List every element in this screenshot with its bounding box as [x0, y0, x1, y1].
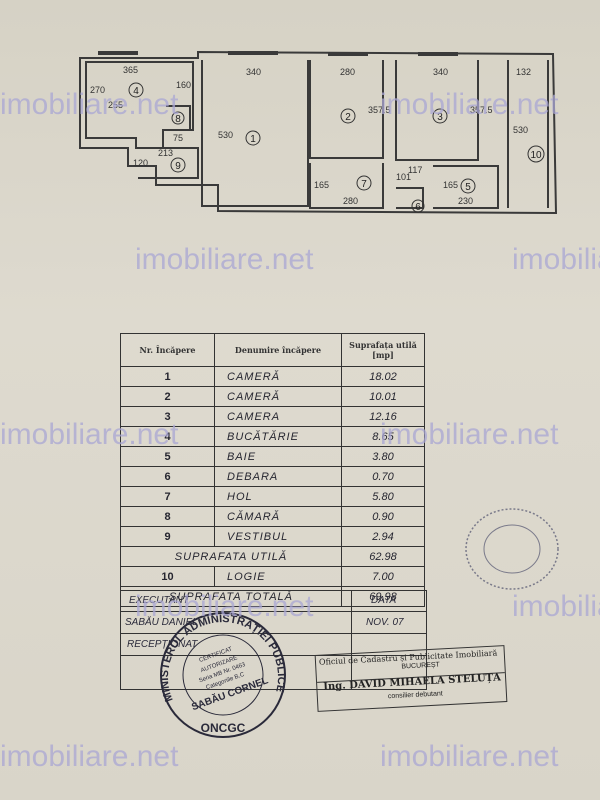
room-name: CĂMARĂ [214, 506, 342, 527]
dim-label: 280 [343, 196, 358, 206]
useful-area-value: 62.98 [341, 546, 425, 567]
room-area: 5.80 [341, 486, 425, 507]
useful-area-label: SUPRAFATA UTILĂ [120, 546, 342, 567]
faded-round-stamp [465, 508, 559, 590]
header-area: Suprafața utilă [mp] [341, 333, 425, 367]
room-number: 3 [437, 112, 443, 123]
stamp-ministry-bottom: ONCGC [201, 721, 246, 735]
room-area: 2.94 [341, 526, 425, 547]
room-nr: 6 [120, 466, 215, 487]
room-area: 0.90 [341, 506, 425, 527]
dim-label: 165 [443, 180, 458, 190]
room-nr: 10 [120, 566, 215, 587]
room-nr: 7 [120, 486, 215, 507]
useful-area-row: SUPRAFATA UTILĂ 62.98 [120, 546, 425, 567]
room-area: 0.70 [341, 466, 425, 487]
room-nr: 1 [120, 366, 215, 387]
room-number: 7 [361, 179, 367, 190]
executant-name: SABĂU DANIEL [125, 617, 198, 628]
watermark: imobiliare.net [135, 243, 314, 276]
total-area-row: SUPRAFATA TOTALĂ 69.98 [120, 586, 425, 607]
watermark: imobiliare.net [380, 740, 559, 773]
room-nr: 2 [120, 386, 215, 407]
dim-label: 101 [396, 172, 411, 182]
table-row: 10 LOGIE 7.00 [120, 566, 425, 587]
svg-text:MINISTERUL ADMINISTRAȚIEI PUBL: MINISTERUL ADMINISTRAȚIEI PUBLICE [159, 613, 287, 703]
dim-label: 357.5 [470, 105, 493, 115]
header-name: Denumire încăpere [214, 333, 342, 367]
dim-label: 340 [246, 67, 261, 77]
room-name: CAMERĂ [214, 386, 342, 407]
watermark: imobiliare.net [135, 590, 314, 623]
watermark: imobiliare.net [380, 418, 559, 451]
watermark: imobiliare.net [0, 88, 179, 121]
room-name: BUCĂTĂRIE [214, 426, 342, 447]
room-name: DEBARA [214, 466, 342, 487]
room-name: VESTIBUL [214, 526, 342, 547]
room-number: 8 [175, 114, 181, 125]
room-number: 1 [250, 134, 256, 145]
floor-plan: 365 340 280 340 132 270 160 255 530 357.… [79, 50, 558, 215]
date-value: NOV. 07 [366, 617, 404, 628]
dim-label: 530 [218, 130, 233, 140]
room-name: HOL [214, 486, 342, 507]
dim-label: 357.5 [368, 105, 391, 115]
room-number: 9 [175, 161, 181, 172]
dim-label: 530 [513, 125, 528, 135]
dim-label: 132 [516, 67, 531, 77]
room-nr: 8 [120, 506, 215, 527]
room-name: LOGIE [214, 566, 342, 587]
room-name: CAMERĂ [214, 366, 342, 387]
room-number: 6 [415, 202, 421, 213]
room-nr: 9 [120, 526, 215, 547]
watermark: imobiliare.net [512, 243, 600, 276]
ministry-stamp: MINISTERUL ADMINISTRAȚIEI PUBLICE ONCGC … [159, 612, 287, 738]
stamp-ministry-text: MINISTERUL ADMINISTRAȚIEI PUBLICE [159, 613, 287, 703]
dim-label: 340 [433, 67, 448, 77]
header-nr: Nr. Încăpere [120, 333, 215, 367]
room-number: 10 [530, 150, 542, 161]
cadastre-office-stamp: Oficiul de Cadastru și Publicitate Imobi… [314, 645, 508, 712]
watermark: imobiliare.net [0, 740, 179, 773]
room-area: 18.02 [341, 366, 425, 387]
receptionat-label: RECEPȚIONAT [127, 639, 198, 650]
dim-label: 255 [108, 100, 123, 110]
date-label: DATA [371, 595, 397, 606]
dim-label: 117 [408, 165, 422, 175]
dim-label: 165 [314, 180, 329, 190]
dim-label: 75 [173, 133, 183, 143]
dim-label: 213 [158, 148, 173, 158]
room-area-table: Nr. Încăpere Denumire încăpere Suprafața… [120, 333, 425, 607]
dim-label: 120 [133, 158, 148, 168]
room-number: 5 [465, 182, 471, 193]
office-role: consilier debutant [387, 690, 443, 701]
dim-label: 280 [340, 67, 355, 77]
dim-label: 160 [176, 80, 191, 90]
watermark: imobiliare.net [0, 418, 179, 451]
room-area: 10.01 [341, 386, 425, 407]
watermark: imobiliare.net [512, 590, 600, 623]
executant-label: EXECUTANT [129, 595, 189, 606]
room-number: 4 [133, 86, 139, 97]
total-area-label: SUPRAFATA TOTALĂ [120, 586, 342, 607]
watermark: imobiliare.net [380, 88, 559, 121]
room-number: 2 [345, 112, 351, 123]
dim-label: 270 [90, 85, 105, 95]
signature-block: EXECUTANT SABĂU DANIEL RECEPȚIONAT DATA … [120, 590, 427, 690]
total-area-value: 69.98 [341, 586, 425, 607]
dim-label: 365 [123, 65, 138, 75]
room-area: 7.00 [341, 566, 425, 587]
room-name: CAMERA [214, 406, 342, 427]
room-name: BAIE [214, 446, 342, 467]
dim-label: 230 [458, 196, 473, 206]
